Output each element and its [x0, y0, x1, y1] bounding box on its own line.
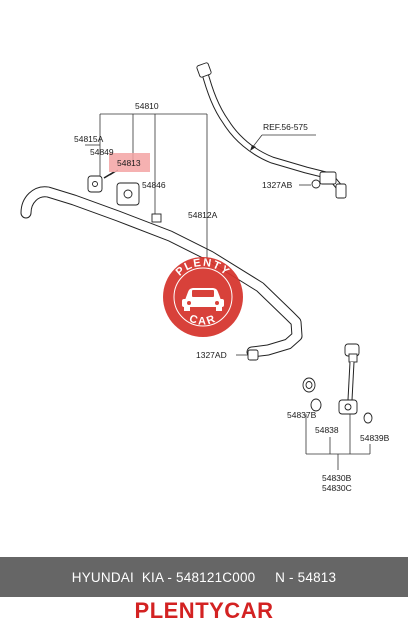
- stabilizer-bar: [20, 186, 303, 358]
- label-dust-cover: 54839B: [360, 433, 390, 443]
- ref-leader: [250, 134, 316, 151]
- label-hose-bolt: 1327AB: [262, 180, 293, 190]
- svg-text:CAR: CAR: [188, 313, 219, 328]
- car-icon: [182, 288, 224, 311]
- bracket-parts: [87, 171, 162, 223]
- label-ref: REF.56-575: [263, 122, 308, 132]
- label-stabilizer-bar: 54812A: [188, 210, 218, 220]
- label-link-b: 54830C: [322, 483, 352, 493]
- watermark-bottom-text: CAR: [188, 313, 217, 328]
- highlight-box: [109, 153, 150, 172]
- label-bracket-bolt: 54815A: [74, 134, 104, 144]
- hose-bolt-part: [299, 179, 321, 189]
- link-leaders: [305, 414, 371, 470]
- label-bushing: 54813: [117, 158, 141, 168]
- callout-labels: 54810 54815A 54849 54813 54846 54812A RE…: [74, 101, 390, 493]
- label-assembly: 54810: [135, 101, 159, 111]
- label-bar-bolt: 1327AD: [196, 350, 227, 360]
- brand-name: PLENTYCAR: [134, 598, 274, 623]
- label-nut: 54846: [142, 180, 166, 190]
- part-number-text: HYUNDAI KIA - 548121C000 N - 54813: [71, 569, 337, 585]
- parts-diagram: 54810 54815A 54849 54813 54846 54812A RE…: [20, 62, 390, 493]
- part-number-bar: HYUNDAI KIA - 548121C000 N - 54813: [0, 557, 408, 597]
- label-clamp: 54849: [90, 147, 114, 157]
- bar-bolt-part: [236, 349, 259, 361]
- stabilizer-link: [302, 343, 373, 424]
- label-washer: 54838: [315, 425, 339, 435]
- watermark-logo: PLENTY CAR: [163, 257, 243, 337]
- hose-pipe: [196, 62, 347, 199]
- label-link-bushing: 54837B: [287, 410, 317, 420]
- label-link-a: 54830B: [322, 473, 352, 483]
